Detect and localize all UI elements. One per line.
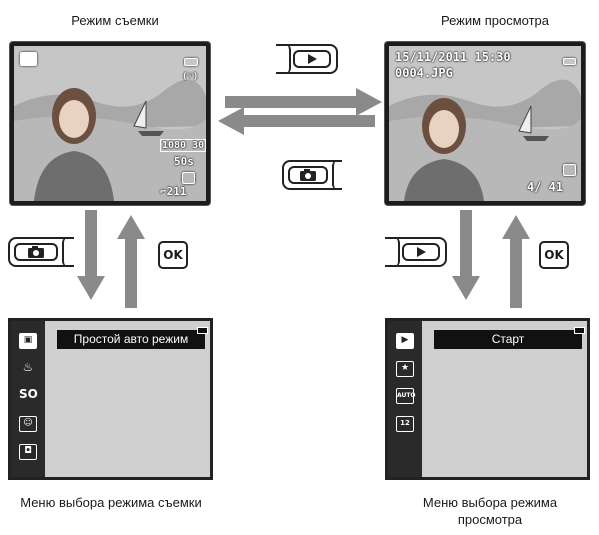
playback-menu-title: Старт <box>434 330 582 349</box>
play-icon[interactable]: ▶ <box>396 333 414 349</box>
playback-button[interactable] <box>276 44 338 74</box>
scene-auto-icon[interactable]: ▣ <box>19 333 37 349</box>
shooting-menu-screen: ▣ ♨ SO ☺ ◘ Простой авто режим <box>8 318 213 480</box>
remaining-shots-label: ⌐211 <box>160 185 187 198</box>
arrow-to-playback-head <box>356 88 382 116</box>
play-triangle-icon <box>308 54 317 64</box>
arrow-to-shooting-shaft <box>240 115 375 127</box>
arrow-to-shooting-head <box>218 107 244 135</box>
shooting-button-left-edge <box>62 237 71 267</box>
playback-button-right-face <box>402 243 440 261</box>
smart-portrait-icon[interactable]: ☺ <box>19 416 37 432</box>
shooting-scene-illustration <box>14 46 206 201</box>
ok-button-left[interactable]: OK <box>158 241 188 269</box>
playback-scene-illustration <box>389 46 581 201</box>
playback-menu-sidebar: ▶ ★ AUTO 12 <box>388 321 422 477</box>
scene-icon[interactable]: ♨ <box>22 360 34 374</box>
ok-button-right[interactable]: OK <box>539 241 569 269</box>
arrow-to-playback-shaft <box>225 96 360 108</box>
shooting-button[interactable] <box>282 160 342 190</box>
playback-menu-screen: ▶ ★ AUTO 12 Старт <box>385 318 590 480</box>
playback-mode-caption: Режим просмотра <box>441 13 549 28</box>
sport-continuous-item[interactable]: SO <box>19 387 38 401</box>
arrow-up-right-shaft <box>510 235 522 308</box>
shooting-menu-title: Простой авто режим <box>57 330 205 349</box>
movie-size-label: 1080 30 <box>160 139 206 152</box>
shooting-button-left-face <box>14 243 58 261</box>
arrow-down-right-shaft <box>460 210 472 280</box>
play-triangle-icon <box>417 247 426 257</box>
arrow-up-right-head <box>502 215 530 239</box>
scene-auto-icon <box>20 52 37 66</box>
arrow-down-right-head <box>452 276 480 300</box>
playback-menu-caption: Меню выбора режима просмотра <box>422 495 558 527</box>
shooting-scene-photo: (♈) 1080 30 50s ⌐211 <box>14 46 206 201</box>
shooting-screen: (♈) 1080 30 50s ⌐211 <box>10 42 210 205</box>
playback-scene-photo: 15/11/2011 15:30 0004.JPG 4/ 41 <box>389 46 581 201</box>
shooting-button-edge <box>332 160 341 190</box>
remaining-shots-value: 211 <box>166 185 187 198</box>
playback-button-right[interactable] <box>385 237 447 267</box>
playback-button-edge <box>282 44 291 74</box>
shake-reduction-icon: (♈) <box>182 72 199 82</box>
arrow-down-left-head <box>77 276 105 300</box>
arrow-up-left-shaft <box>125 235 137 308</box>
frame-counter-label: 4/ 41 <box>527 180 564 194</box>
camera-icon <box>300 169 316 181</box>
battery-icon <box>184 58 198 66</box>
favorites-icon[interactable]: ★ <box>396 361 414 377</box>
shooting-mode-caption: Режим съемки <box>71 13 159 28</box>
battery-icon <box>574 327 585 334</box>
shooting-menu-caption: Меню выбора режима съемки <box>20 495 202 510</box>
arrow-up-left-head <box>117 215 145 239</box>
image-size-icon <box>563 164 576 176</box>
camera-icon <box>28 246 44 258</box>
date-time-label: 15/11/2011 15:30 <box>395 50 511 64</box>
playback-button-right-edge <box>391 237 400 267</box>
shooting-menu-sidebar: ▣ ♨ SO ☺ ◘ <box>11 321 45 477</box>
list-by-date-icon[interactable]: 12 <box>396 416 414 432</box>
shooting-button-face <box>288 166 328 184</box>
playback-screen: 15/11/2011 15:30 0004.JPG 4/ 41 <box>385 42 585 205</box>
image-size-icon <box>182 172 195 184</box>
shooting-button-left[interactable] <box>8 237 74 267</box>
battery-icon <box>197 327 208 334</box>
battery-icon <box>563 58 576 65</box>
movie-time-label: 50s <box>174 155 194 168</box>
file-name-label: 0004.JPG <box>395 66 453 80</box>
auto-sort-icon[interactable]: AUTO <box>396 388 416 404</box>
camera-icon[interactable]: ◘ <box>19 444 37 460</box>
arrow-down-left-shaft <box>85 210 97 280</box>
playback-button-face <box>293 50 331 68</box>
